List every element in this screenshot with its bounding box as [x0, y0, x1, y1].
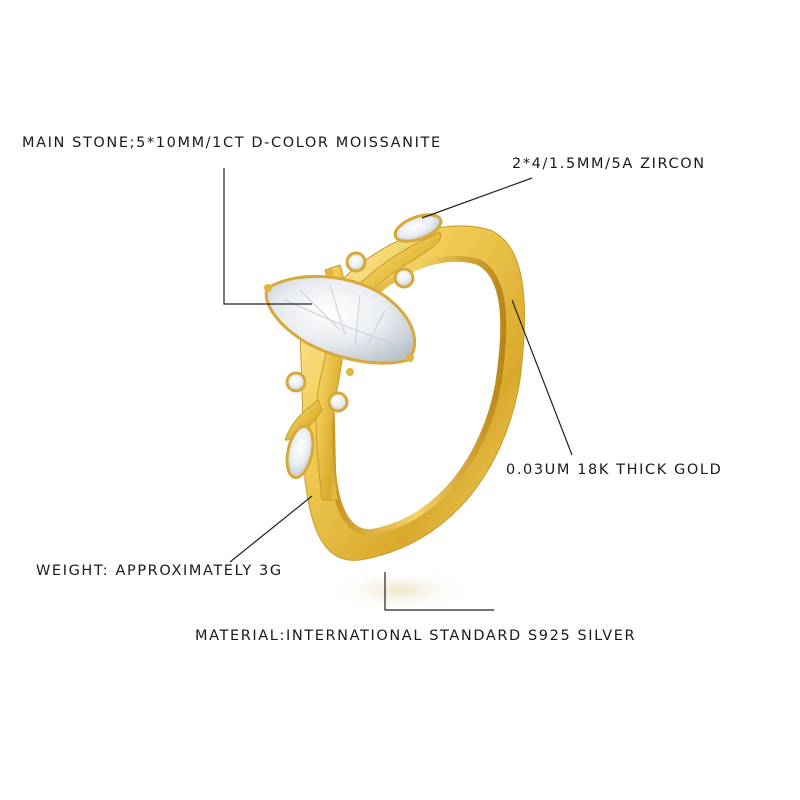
side-marquise-stone-upper: [393, 213, 443, 243]
leader-line-material: [384, 572, 494, 611]
label-main-stone: MAIN STONE;5*10MM/1CT D-COLOR MOISSANITE: [22, 135, 442, 151]
label-weight: WEIGHT: APPROXIMATELY 3G: [36, 563, 283, 579]
label-side-stones: 2*4/1.5MM/5A ZIRCON: [512, 156, 706, 172]
round-zircon-4: [327, 391, 349, 413]
round-zircon-1: [345, 251, 367, 273]
side-marquise-stone-lower: [285, 424, 315, 480]
leader-line-weight: [229, 495, 313, 563]
leader-line-main-stone: [223, 168, 312, 305]
label-plating: 0.03UM 18K THICK GOLD: [506, 462, 723, 478]
leader-line-gold: [511, 299, 573, 456]
leader-line-zircon: [421, 177, 533, 219]
main-marquise-stone: [264, 268, 416, 376]
ring-shadow: [330, 568, 470, 612]
round-zircon-3: [285, 371, 307, 393]
leaf-branch-lower: [284, 399, 323, 441]
round-zircon-2: [393, 267, 415, 289]
label-material: MATERIAL:INTERNATIONAL STANDARD S925 SIL…: [195, 628, 637, 644]
